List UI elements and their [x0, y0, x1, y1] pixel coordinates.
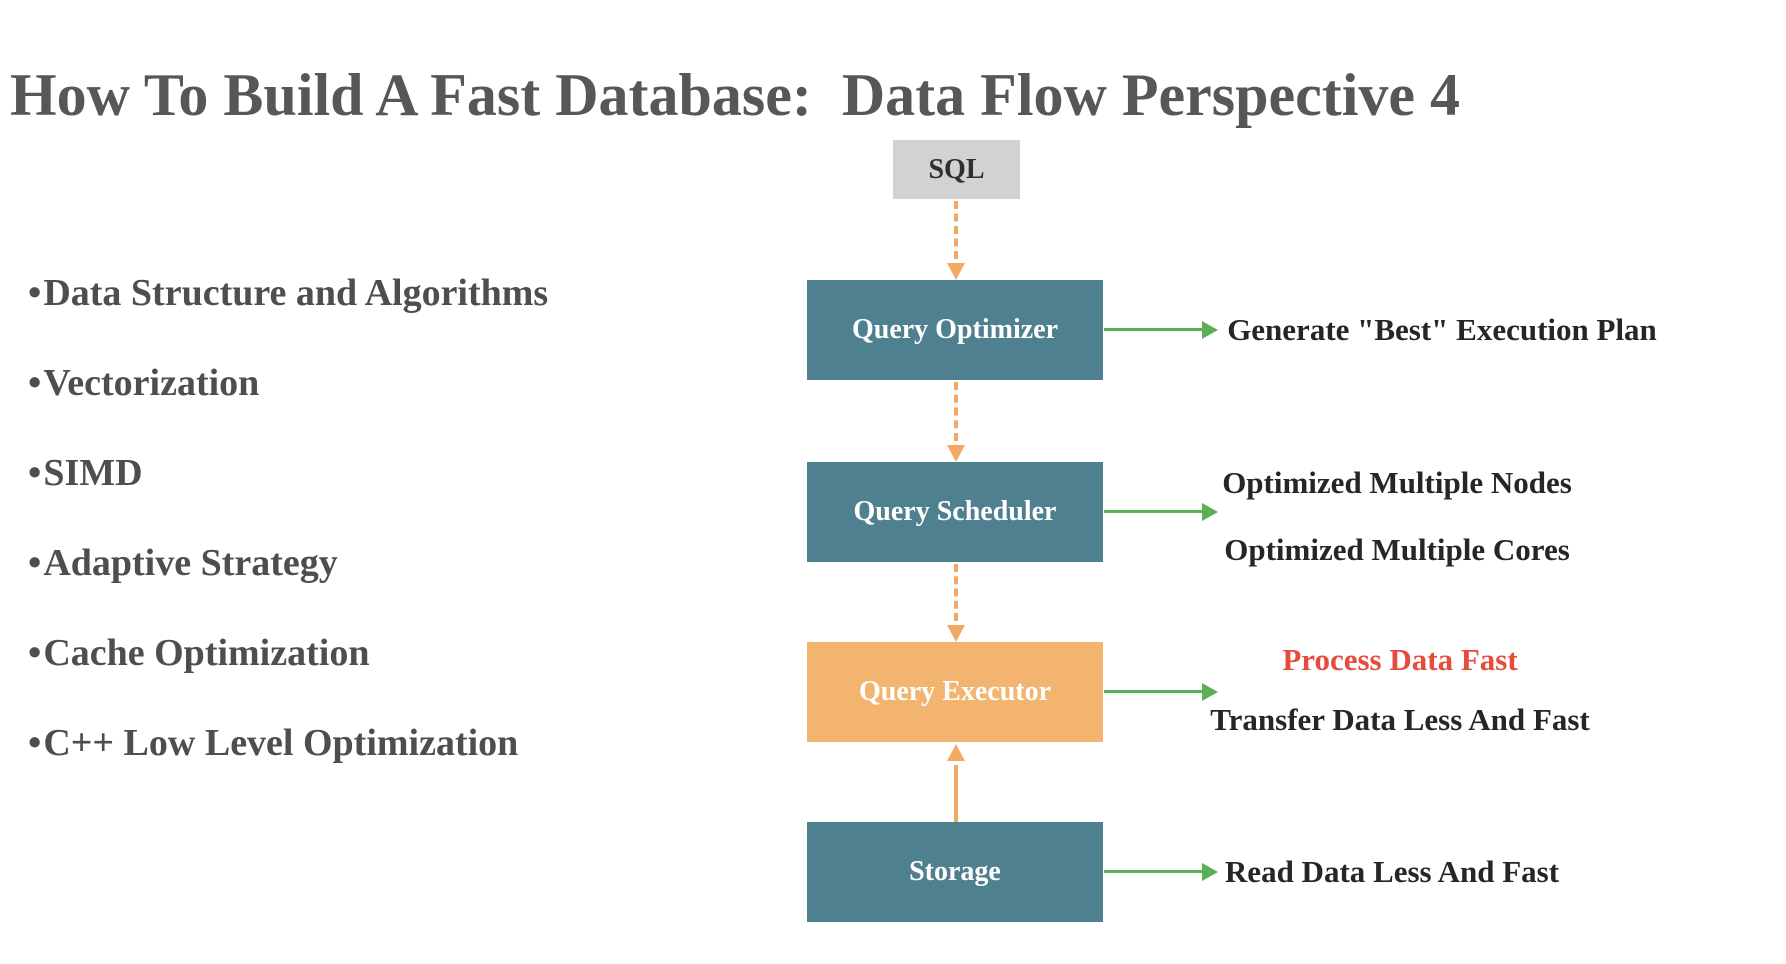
annotation-scheduler-nodes: Optimized Multiple Nodes [1222, 465, 1572, 500]
list-item: •Data Structure and Algorithms [28, 274, 548, 312]
bullet-marker: • [28, 542, 42, 584]
arrow-shaft [1104, 328, 1205, 331]
arrow-up-icon [947, 744, 965, 761]
list-item-label: Adaptive Strategy [43, 542, 338, 584]
annotation-optimizer: Generate "Best" Execution Plan [1227, 312, 1657, 347]
edge-storage-to-executor-solid-arrow [947, 744, 965, 822]
edge-optimizer-to-scheduler-dashed-arrow [947, 382, 965, 462]
arrow-right-icon [1202, 321, 1218, 339]
edge-optimizer-to-annotation-arrow [1104, 320, 1218, 340]
arrow-shaft [1104, 510, 1205, 513]
page-title: How To Build A Fast Database: Data Flow … [10, 62, 1460, 129]
flow-node-storage: Storage [807, 822, 1103, 922]
list-item: •Adaptive Strategy [28, 544, 548, 582]
annotation-scheduler-cores: Optimized Multiple Cores [1224, 532, 1570, 567]
arrow-down-icon [947, 445, 965, 462]
arrow-shaft [954, 564, 958, 621]
flow-node-label: Query Scheduler [853, 496, 1057, 527]
arrow-down-icon [947, 625, 965, 642]
edge-scheduler-to-executor-dashed-arrow [947, 564, 965, 642]
flow-node-query-scheduler: Query Scheduler [807, 462, 1103, 562]
arrow-shaft [954, 382, 958, 441]
flow-node-sql: SQL [893, 140, 1020, 199]
annotation-executor-transfer: Transfer Data Less And Fast [1210, 702, 1590, 737]
annotation-executor-process: Process Data Fast [1282, 642, 1518, 677]
bullet-marker: • [28, 452, 42, 494]
arrow-shaft [1104, 690, 1205, 693]
edge-storage-to-annotation-arrow [1104, 862, 1218, 882]
arrow-right-icon [1202, 503, 1218, 521]
bullet-marker: • [28, 632, 42, 674]
edge-sql-to-optimizer-dashed-arrow [947, 201, 965, 280]
flow-node-label: SQL [928, 153, 985, 185]
list-item: •Cache Optimization [28, 634, 548, 672]
annotation-storage-read: Read Data Less And Fast [1224, 854, 1560, 889]
bullet-marker: • [28, 272, 42, 314]
arrow-down-icon [947, 263, 965, 280]
flow-node-query-optimizer: Query Optimizer [807, 280, 1103, 380]
list-item-label: Vectorization [43, 362, 260, 404]
list-item: •C++ Low Level Optimization [28, 724, 548, 762]
list-item-label: Cache Optimization [43, 632, 370, 674]
arrow-shaft [954, 201, 958, 259]
arrow-right-icon [1202, 683, 1218, 701]
list-item: •Vectorization [28, 364, 548, 402]
bullet-marker: • [28, 362, 42, 404]
flow-node-query-executor: Query Executor [807, 642, 1103, 742]
arrow-shaft [954, 765, 958, 822]
flow-node-label: Query Executor [858, 676, 1052, 707]
bullet-marker: • [28, 722, 42, 764]
flow-node-label: Query Optimizer [851, 314, 1059, 345]
list-item: •SIMD [28, 454, 548, 492]
list-item-label: SIMD [43, 452, 143, 494]
flow-node-label: Storage [909, 856, 1001, 887]
arrow-right-icon [1202, 863, 1218, 881]
list-item-label: Data Structure and Algorithms [43, 272, 549, 314]
edge-executor-to-annotation-arrow [1104, 682, 1218, 702]
edge-scheduler-to-annotation-arrow [1104, 502, 1218, 522]
arrow-shaft [1104, 870, 1205, 873]
list-item-label: C++ Low Level Optimization [43, 722, 519, 764]
optimization-topics-list: •Data Structure and Algorithms •Vectoriz… [28, 274, 548, 762]
